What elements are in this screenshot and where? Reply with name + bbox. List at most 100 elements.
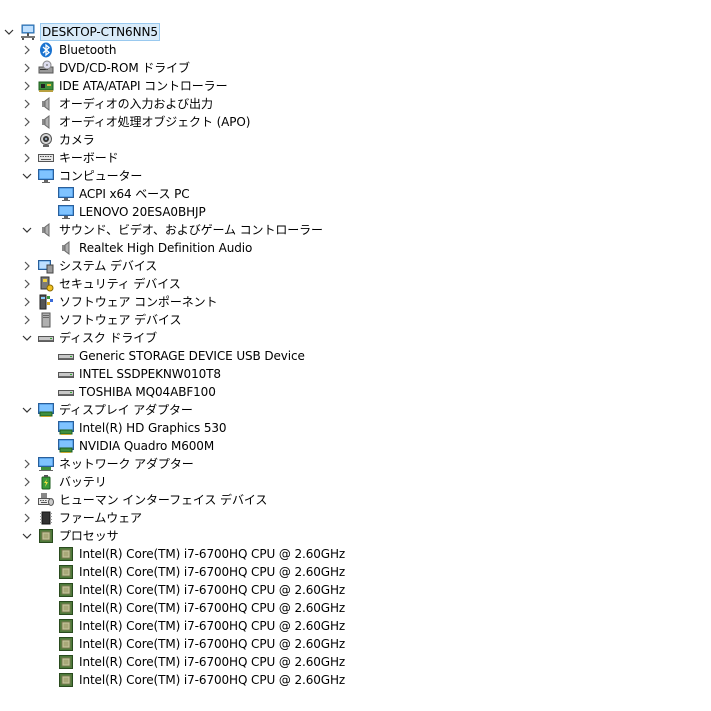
ide-controller-icon	[38, 78, 54, 94]
chevron-right-icon[interactable]	[21, 62, 33, 74]
chevron-down-icon[interactable]	[21, 530, 33, 542]
tree-device-node[interactable]: Intel(R) Core(TM) i7-6700HQ CPU @ 2.60GH…	[0, 581, 711, 599]
node-label: オーディオの入力および出力	[59, 97, 213, 111]
tree-category-node[interactable]: ファームウェア	[0, 509, 711, 527]
tree-category-node[interactable]: システム デバイス	[0, 257, 711, 275]
node-label: NVIDIA Quadro M600M	[79, 439, 215, 453]
chevron-right-icon[interactable]	[21, 476, 33, 488]
monitor-icon	[38, 168, 54, 184]
tree-category-node[interactable]: ソフトウェア デバイス	[0, 311, 711, 329]
tree-category-node[interactable]: DVD/CD-ROM ドライブ	[0, 59, 711, 77]
node-label: Realtek High Definition Audio	[79, 241, 253, 255]
node-label: システム デバイス	[59, 259, 158, 273]
firmware-icon	[38, 510, 54, 526]
tree-device-node[interactable]: ACPI x64 ベース PC	[0, 185, 711, 203]
tree-device-node[interactable]: Intel(R) Core(TM) i7-6700HQ CPU @ 2.60GH…	[0, 635, 711, 653]
chevron-right-icon[interactable]	[21, 494, 33, 506]
chevron-right-icon[interactable]	[21, 260, 33, 272]
chevron-right-icon[interactable]	[21, 98, 33, 110]
chevron-down-icon[interactable]	[21, 332, 33, 344]
chevron-right-icon[interactable]	[21, 152, 33, 164]
security-device-icon	[38, 276, 54, 292]
chevron-down-icon[interactable]	[21, 224, 33, 236]
chevron-right-icon[interactable]	[21, 44, 33, 56]
tree-category-node[interactable]: コンピューター	[0, 167, 711, 185]
chevron-right-icon[interactable]	[21, 134, 33, 146]
disk-drive-icon	[58, 384, 74, 400]
chevron-right-icon[interactable]	[21, 278, 33, 290]
tree-category-node[interactable]: セキュリティ デバイス	[0, 275, 711, 293]
tree-category-node[interactable]: ディスプレイ アダプター	[0, 401, 711, 419]
tree-category-node[interactable]: IDE ATA/ATAPI コントローラー	[0, 77, 711, 95]
node-label: Bluetooth	[59, 43, 117, 57]
battery-icon	[38, 474, 54, 490]
tree-device-node[interactable]: INTEL SSDPEKNW010T8	[0, 365, 711, 383]
node-label: Intel(R) Core(TM) i7-6700HQ CPU @ 2.60GH…	[79, 565, 346, 579]
chevron-right-icon[interactable]	[21, 116, 33, 128]
tree-category-node[interactable]: Bluetooth	[0, 41, 711, 59]
node-label: Intel(R) Core(TM) i7-6700HQ CPU @ 2.60GH…	[79, 619, 346, 633]
tree-category-node[interactable]: プロセッサ	[0, 527, 711, 545]
tree-device-node[interactable]: NVIDIA Quadro M600M	[0, 437, 711, 455]
tree-device-node[interactable]: Intel(R) Core(TM) i7-6700HQ CPU @ 2.60GH…	[0, 671, 711, 689]
node-label: ヒューマン インターフェイス デバイス	[59, 493, 268, 507]
tree-device-node[interactable]: Intel(R) Core(TM) i7-6700HQ CPU @ 2.60GH…	[0, 617, 711, 635]
node-label: INTEL SSDPEKNW010T8	[79, 367, 221, 381]
node-label: DESKTOP-CTN6NN5	[40, 23, 160, 41]
network-adapter-icon	[38, 456, 54, 472]
chevron-down-icon[interactable]	[21, 404, 33, 416]
tree-category-node[interactable]: カメラ	[0, 131, 711, 149]
chevron-right-icon[interactable]	[21, 296, 33, 308]
tree-category-node[interactable]: ディスク ドライブ	[0, 329, 711, 347]
tree-category-node[interactable]: オーディオの入力および出力	[0, 95, 711, 113]
tree-category-node[interactable]: ネットワーク アダプター	[0, 455, 711, 473]
chevron-down-icon[interactable]	[21, 170, 33, 182]
node-label: Intel(R) Core(TM) i7-6700HQ CPU @ 2.60GH…	[79, 637, 346, 651]
processor-icon	[58, 618, 74, 634]
node-label: ディスプレイ アダプター	[59, 403, 193, 417]
tree-device-node[interactable]: TOSHIBA MQ04ABF100	[0, 383, 711, 401]
software-component-icon	[38, 294, 54, 310]
hid-icon	[38, 492, 54, 508]
tree-root-node[interactable]: DESKTOP-CTN6NN5	[0, 23, 711, 41]
tree-device-node[interactable]: Intel(R) HD Graphics 530	[0, 419, 711, 437]
chevron-right-icon[interactable]	[21, 458, 33, 470]
chevron-down-icon[interactable]	[3, 26, 15, 38]
tree-device-node[interactable]: Generic STORAGE DEVICE USB Device	[0, 347, 711, 365]
tree-category-node[interactable]: サウンド、ビデオ、およびゲーム コントローラー	[0, 221, 711, 239]
processor-icon	[58, 564, 74, 580]
node-label: Intel(R) Core(TM) i7-6700HQ CPU @ 2.60GH…	[79, 673, 346, 687]
node-label: カメラ	[59, 133, 95, 147]
chevron-right-icon[interactable]	[21, 314, 33, 326]
keyboard-icon	[38, 150, 54, 166]
tree-device-node[interactable]: Intel(R) Core(TM) i7-6700HQ CPU @ 2.60GH…	[0, 653, 711, 671]
node-label: Intel(R) HD Graphics 530	[79, 421, 227, 435]
node-label: サウンド、ビデオ、およびゲーム コントローラー	[59, 223, 323, 237]
tree-category-node[interactable]: ヒューマン インターフェイス デバイス	[0, 491, 711, 509]
node-label: バッテリ	[59, 475, 107, 489]
tree-device-node[interactable]: Realtek High Definition Audio	[0, 239, 711, 257]
tree-category-node[interactable]: オーディオ処理オブジェクト (APO)	[0, 113, 711, 131]
node-label: プロセッサ	[59, 529, 119, 543]
tree-device-node[interactable]: Intel(R) Core(TM) i7-6700HQ CPU @ 2.60GH…	[0, 599, 711, 617]
tree-device-node[interactable]: LENOVO 20ESA0BHJP	[0, 203, 711, 221]
node-label: セキュリティ デバイス	[59, 277, 181, 291]
node-label: コンピューター	[59, 169, 143, 183]
bluetooth-icon	[38, 42, 54, 58]
node-label: Intel(R) Core(TM) i7-6700HQ CPU @ 2.60GH…	[79, 547, 346, 561]
node-label: Intel(R) Core(TM) i7-6700HQ CPU @ 2.60GH…	[79, 655, 346, 669]
tree-device-node[interactable]: Intel(R) Core(TM) i7-6700HQ CPU @ 2.60GH…	[0, 545, 711, 563]
node-label: ファームウェア	[59, 511, 142, 525]
tree-category-node[interactable]: ソフトウェア コンポーネント	[0, 293, 711, 311]
node-label: LENOVO 20ESA0BHJP	[79, 205, 206, 219]
chevron-right-icon[interactable]	[21, 80, 33, 92]
tree-category-node[interactable]: バッテリ	[0, 473, 711, 491]
chevron-right-icon[interactable]	[21, 512, 33, 524]
speaker-icon	[38, 114, 54, 130]
tree-device-node[interactable]: Intel(R) Core(TM) i7-6700HQ CPU @ 2.60GH…	[0, 563, 711, 581]
processor-icon	[38, 528, 54, 544]
disk-drive-icon	[58, 348, 74, 364]
node-label: ソフトウェア デバイス	[59, 313, 182, 327]
tree-category-node[interactable]: キーボード	[0, 149, 711, 167]
